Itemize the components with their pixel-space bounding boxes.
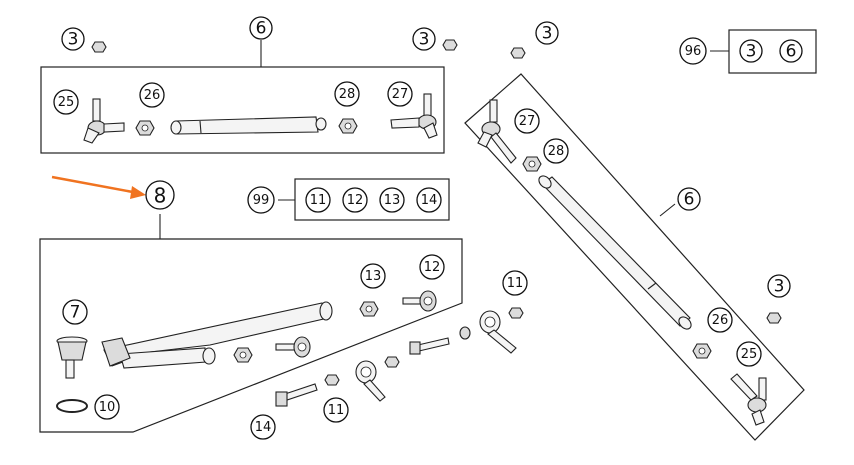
callout-27-top: 27 <box>387 81 413 107</box>
callout-14: 14 <box>250 414 276 440</box>
kit-96-item-2-label: 6 <box>786 42 797 62</box>
nut-mid-small <box>384 356 400 368</box>
callout-25-top: 25 <box>53 89 79 115</box>
callout-8: 8 <box>145 180 175 210</box>
nut-3-b <box>442 39 458 51</box>
kit-96-label: 96 <box>679 37 707 65</box>
assembly-6-frame <box>40 66 445 154</box>
assembly-8-frame <box>39 238 463 433</box>
callout-13: 13 <box>360 263 386 289</box>
callout-3-b-label: 3 <box>419 30 430 50</box>
tie-rod-end-25-top <box>83 98 125 144</box>
callout-28-right-label: 28 <box>548 144 565 159</box>
kit-99-item-1-label: 11 <box>310 193 327 208</box>
kit-96-item-2: 6 <box>779 39 803 63</box>
tie-rod-6-top <box>170 116 327 135</box>
callout-27-top-label: 27 <box>392 87 409 102</box>
callout-11-a-label: 11 <box>507 276 524 291</box>
kit-99-item-3: 13 <box>379 187 405 213</box>
callout-6-right: 6 <box>677 187 701 211</box>
nut-3-c <box>510 47 526 59</box>
callout-6-top: 6 <box>249 16 273 40</box>
callout-11-b: 11 <box>323 397 349 423</box>
bolt-14 <box>275 383 318 407</box>
kit-96-label-label: 96 <box>685 44 702 59</box>
callout-13-label: 13 <box>365 269 382 284</box>
callout-7-label: 7 <box>70 303 81 323</box>
nut-lower-small <box>324 374 340 386</box>
bushing-mid <box>275 336 311 358</box>
nut-right-small <box>508 307 524 319</box>
kit-99-item-2-label: 12 <box>347 193 364 208</box>
kit-96-item-1: 3 <box>739 39 763 63</box>
tie-rod-end-27-diag <box>477 99 517 164</box>
kit-99-item-2: 12 <box>342 187 368 213</box>
callout-25-right-label: 25 <box>741 347 758 362</box>
tie-rod-end-27-top <box>390 93 438 139</box>
rod-end-right <box>479 310 517 354</box>
callout-28-top-label: 28 <box>339 87 356 102</box>
callout-10-label: 10 <box>99 400 116 415</box>
snap-ring-10 <box>56 399 88 413</box>
kit-99-label-label: 99 <box>253 193 270 208</box>
callout-27-right: 27 <box>514 108 540 134</box>
callout-14-label: 14 <box>255 420 272 435</box>
ball-joint-7 <box>56 336 88 379</box>
callout-3-a: 3 <box>61 27 85 51</box>
callout-12: 12 <box>419 254 445 280</box>
callout-26-right: 26 <box>707 307 733 333</box>
callout-11-b-label: 11 <box>328 403 345 418</box>
drag-link-arm <box>101 301 333 369</box>
callout-10: 10 <box>94 394 120 420</box>
kit-99-item-4-label: 14 <box>421 193 438 208</box>
callout-28-top: 28 <box>334 81 360 107</box>
callout-3-b: 3 <box>412 27 436 51</box>
bolt-right <box>409 337 450 355</box>
kit-99-item-1: 11 <box>305 187 331 213</box>
callout-12-label: 12 <box>424 260 441 275</box>
callout-8-label: 8 <box>154 184 167 208</box>
callout-26-right-label: 26 <box>712 313 729 328</box>
washer-right <box>459 326 471 340</box>
callout-11-a: 11 <box>502 270 528 296</box>
callout-7: 7 <box>62 299 88 325</box>
nut-28-top <box>338 118 358 134</box>
callout-25-right: 25 <box>736 341 762 367</box>
callout-3-a-label: 3 <box>68 30 79 50</box>
callout-3-c: 3 <box>535 21 559 45</box>
nut-26-diag <box>692 343 712 359</box>
callout-27-right-label: 27 <box>519 114 536 129</box>
kit-96-item-1-label: 3 <box>746 42 757 62</box>
leader-6-right <box>659 203 676 217</box>
nut-mid <box>233 347 253 363</box>
nut-28-diag <box>522 156 542 172</box>
nut-3-a <box>91 41 107 53</box>
nut-3-d <box>766 312 782 324</box>
highlight-arrow <box>51 175 146 199</box>
callout-25-top-label: 25 <box>58 95 75 110</box>
kit-99-label: 99 <box>247 186 275 214</box>
kit-99-item-4: 14 <box>416 187 442 213</box>
callout-28-right: 28 <box>543 138 569 164</box>
nut-26-top <box>135 120 155 136</box>
callout-6-right-label: 6 <box>684 190 695 210</box>
tie-rod-6-diag <box>538 175 692 330</box>
callout-6-top-label: 6 <box>256 19 267 39</box>
callout-26-top: 26 <box>139 82 165 108</box>
tie-rod-end-25-diag <box>730 373 767 426</box>
rod-end-lower <box>355 360 386 402</box>
callout-3-d: 3 <box>767 274 791 298</box>
assembly-6-diagonal-frame <box>464 73 805 441</box>
bushing-12 <box>402 290 437 312</box>
kit-99 <box>278 178 450 221</box>
kit-96 <box>710 29 817 74</box>
callout-3-c-label: 3 <box>542 24 553 44</box>
callout-26-top-label: 26 <box>144 88 161 103</box>
nut-13 <box>359 301 379 317</box>
callout-3-d-label: 3 <box>774 277 785 297</box>
kit-99-item-3-label: 13 <box>384 193 401 208</box>
